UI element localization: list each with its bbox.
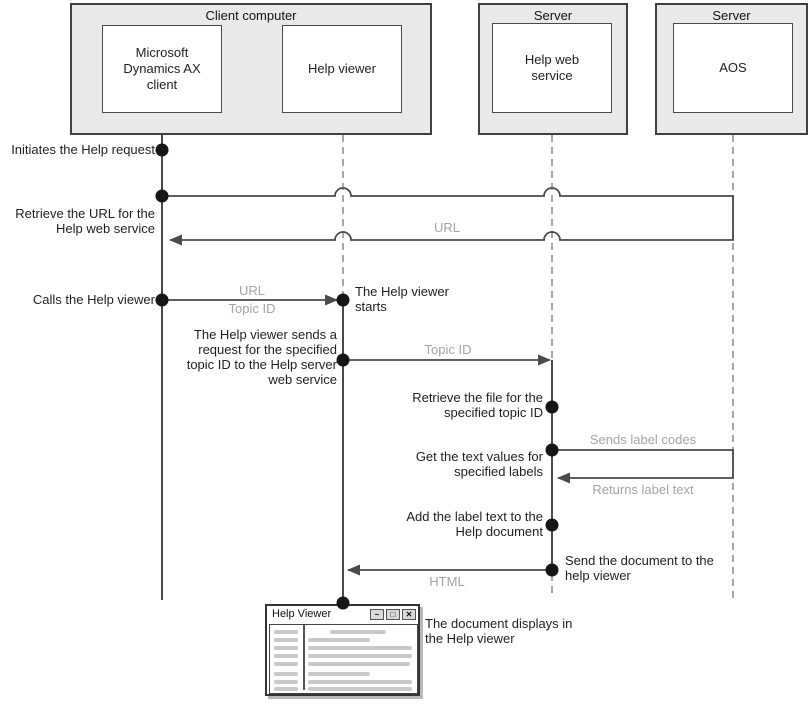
maximize-icon: □ (390, 609, 396, 619)
close-icon: ✕ (405, 609, 413, 619)
message-url-return: URL (433, 220, 460, 235)
step-get-text-values-label: Get the text values for specified labels (415, 449, 543, 479)
placeholder-line (274, 638, 298, 642)
placeholder-line (308, 662, 410, 666)
placeholder-line (274, 646, 298, 650)
dot-initiates-request (155, 143, 169, 157)
message-topic-id-call: Topic ID (228, 301, 276, 316)
message-sends-label-codes: Sends label codes (589, 432, 697, 447)
maximize-button: □ (386, 609, 400, 620)
dot-retrieve-url (155, 189, 169, 203)
placeholder-line (308, 654, 412, 658)
step-add-label-text-label: Add the label text to the Help document (406, 509, 543, 539)
step-retrieve-url-label: Retrieve the URL for the Help web servic… (15, 206, 155, 236)
step-retrieve-file-label: Retrieve the file for the specified topi… (412, 390, 543, 420)
step-document-displays-label: The document displays in the Help viewer (425, 616, 573, 646)
placeholder-line (274, 662, 298, 666)
node-dynamics-ax-client-label: Microsoft Dynamics AX client (123, 45, 201, 92)
help-viewer-titlebar: Help Viewer – □ ✕ (267, 606, 418, 624)
placeholder-line (308, 672, 370, 676)
close-button: ✕ (402, 609, 416, 620)
node-help-viewer: Help viewer (282, 25, 402, 113)
dot-viewer-starts (336, 293, 350, 307)
node-help-viewer-label: Help viewer (308, 61, 376, 76)
message-url-call: URL (238, 283, 265, 298)
minimize-icon: – (374, 609, 380, 619)
arrow-label-codes-roundtrip (552, 449, 734, 484)
node-help-web-service-label: Help web service (524, 52, 580, 83)
placeholder-line (274, 687, 298, 691)
help-viewer-content (269, 624, 418, 694)
placeholder-line (274, 654, 298, 658)
dot-get-text-values (545, 443, 559, 457)
placeholder-line (308, 680, 412, 684)
step-calls-viewer-label: Calls the Help viewer (32, 292, 155, 307)
group-server-aos-title: Server (712, 8, 751, 23)
placeholder-line (274, 680, 298, 684)
node-dynamics-ax-client: Microsoft Dynamics AX client (102, 25, 222, 113)
node-aos-label: AOS (719, 60, 747, 75)
dot-viewer-sends-request (336, 353, 350, 367)
placeholder-line (274, 630, 298, 634)
group-client-computer-title: Client computer (205, 8, 297, 23)
message-html: HTML (429, 574, 465, 589)
message-topic-id-send: Topic ID (424, 342, 472, 357)
message-returns-label-text: Returns label text (592, 482, 694, 497)
step-viewer-sends-request-label: The Help viewer sends a request for the … (186, 327, 337, 387)
help-viewer-window: Help Viewer – □ ✕ (265, 604, 420, 696)
node-help-web-service: Help web service (492, 23, 612, 113)
step-initiates-label: Initiates the Help request (11, 142, 155, 157)
dot-calls-viewer (155, 293, 169, 307)
placeholder-line (308, 687, 412, 691)
help-viewer-window-title: Help Viewer (272, 608, 332, 620)
minimize-button: – (370, 609, 384, 620)
dot-add-label-text (545, 518, 559, 532)
placeholder-line (330, 630, 386, 634)
dot-send-document (545, 563, 559, 577)
placeholder-line (308, 638, 370, 642)
step-send-document-label: Send the document to the help viewer (565, 553, 714, 583)
group-server-web-title: Server (533, 8, 573, 23)
placeholder-line (308, 646, 412, 650)
node-aos: AOS (673, 23, 793, 113)
placeholder-line (274, 672, 298, 676)
dot-retrieve-file (545, 400, 559, 414)
step-viewer-starts-label: The Help viewer starts (355, 284, 449, 314)
help-viewer-pane-divider (303, 625, 305, 690)
